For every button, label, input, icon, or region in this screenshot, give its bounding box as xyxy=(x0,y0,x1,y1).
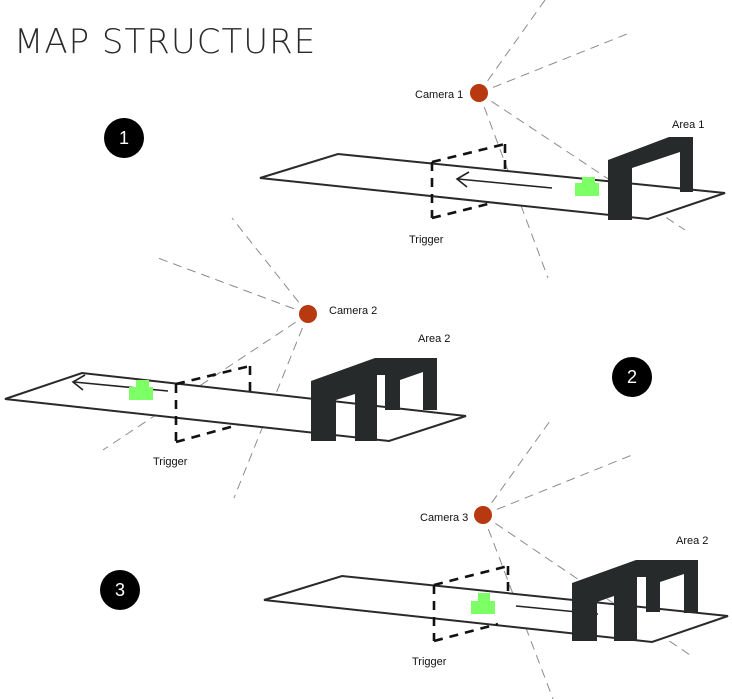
trigger-volume xyxy=(430,142,507,220)
camera-ray xyxy=(478,92,686,231)
step-number: 3 xyxy=(115,580,125,600)
trigger-label: Trigger xyxy=(409,234,444,246)
scene-2: Camera 2 Area 2 Trigger 2 xyxy=(4,217,652,499)
camera-label: Camera 3 xyxy=(420,512,468,524)
area-label: Area 1 xyxy=(672,119,704,131)
movement-arrow xyxy=(455,171,553,189)
scene-3: Camera 3 Area 2 Trigger 3 xyxy=(100,420,729,699)
camera-ray xyxy=(482,454,633,516)
platform xyxy=(259,152,726,221)
step-number: 2 xyxy=(627,367,637,387)
camera-ray xyxy=(478,31,633,94)
player-marker xyxy=(471,593,495,614)
platform xyxy=(4,371,467,443)
trigger-label: Trigger xyxy=(412,656,447,668)
step-badge xyxy=(104,118,144,158)
camera-ray xyxy=(231,217,309,315)
scene-1: Camera 1 Area 1 Trigger 1 xyxy=(104,0,726,279)
area-structure xyxy=(608,137,693,220)
camera-icon xyxy=(474,506,492,524)
player-marker xyxy=(575,177,599,196)
camera-ray xyxy=(233,313,309,499)
camera-icon xyxy=(299,305,317,323)
camera-ray xyxy=(157,257,309,315)
trigger-label: Trigger xyxy=(153,456,188,468)
step-badge xyxy=(100,570,140,610)
step-number: 1 xyxy=(119,128,129,148)
step-badge xyxy=(612,357,652,397)
player-marker xyxy=(129,380,153,400)
area-label: Area 2 xyxy=(418,333,450,345)
trigger-volume xyxy=(432,564,510,643)
camera-label: Camera 2 xyxy=(329,305,377,317)
camera-ray xyxy=(478,0,546,94)
area-structure xyxy=(572,560,698,641)
camera-label: Camera 1 xyxy=(415,89,463,101)
page-title: MAP STRUCTURE xyxy=(14,22,316,62)
trigger-volume xyxy=(174,364,252,444)
platform xyxy=(263,574,729,644)
area-label: Area 2 xyxy=(676,535,708,547)
camera-ray xyxy=(482,420,551,516)
area-structure xyxy=(311,358,437,441)
camera-ray xyxy=(102,313,309,451)
camera-icon xyxy=(470,84,488,102)
